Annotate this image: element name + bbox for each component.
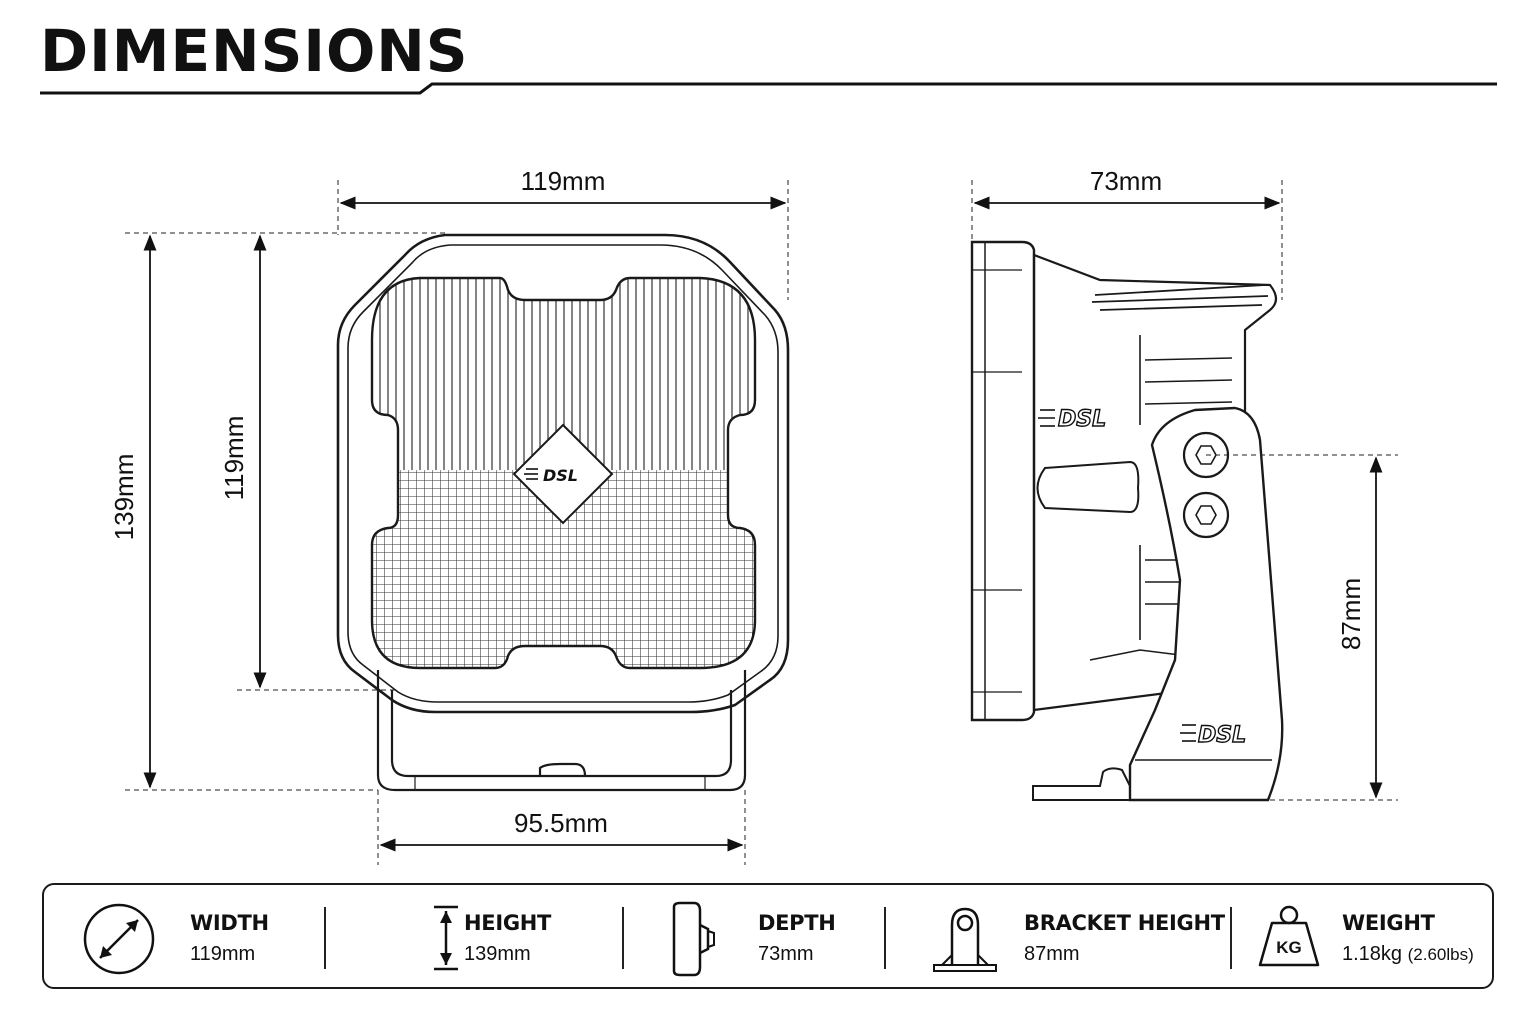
spec-height-label: HEIGHT bbox=[464, 911, 552, 935]
lens-height-label: 119mm bbox=[219, 416, 249, 501]
spec-depth-value: 73mm bbox=[758, 943, 814, 965]
diagonal-arrow-circle-icon bbox=[83, 903, 155, 975]
spec-height-value: 139mm bbox=[464, 943, 531, 965]
spec-weight: KG WEIGHT 1.18kg (2.60lbs) bbox=[1232, 885, 1494, 987]
lower-bolt bbox=[1182, 491, 1230, 539]
light-side-profile-icon bbox=[672, 901, 715, 977]
lens-logo-beams bbox=[524, 468, 538, 480]
spec-divider bbox=[1230, 907, 1232, 969]
header-underline bbox=[40, 82, 1497, 95]
spec-width-value: 119mm bbox=[190, 943, 256, 965]
spec-width-label: WIDTH bbox=[190, 911, 269, 935]
front-housing-outer bbox=[336, 233, 790, 714]
spec-weight-value: 1.18kg (2.60lbs) bbox=[1342, 943, 1474, 966]
spec-weight-lbs: (2.60lbs) bbox=[1407, 945, 1474, 964]
side-bracket-foot bbox=[1032, 767, 1131, 801]
weight-icon-text: KG bbox=[1276, 938, 1302, 957]
dimension-drawing: DSL 119mm 139mm 119mm 95.5mm bbox=[40, 82, 1497, 865]
spec-bracket-height-value: 87mm bbox=[1024, 943, 1080, 965]
width-label: 119mm bbox=[521, 166, 606, 196]
side-bezel bbox=[970, 240, 1036, 722]
page-title: DIMENSIONS bbox=[40, 17, 469, 85]
spec-depth-label: DEPTH bbox=[758, 911, 836, 935]
side-knob bbox=[1036, 460, 1140, 514]
lens-logo-text: DSL bbox=[543, 466, 578, 485]
spec-depth: DEPTH 73mm bbox=[624, 885, 884, 987]
lens-logo-diamond bbox=[512, 423, 614, 525]
bracket-icon bbox=[933, 907, 997, 972]
spec-weight-label: WEIGHT bbox=[1342, 911, 1435, 935]
spec-summary-bar: WIDTH 119mm HEIGHT 139mm DEPTH 73mm bbox=[42, 883, 1494, 989]
front-bracket bbox=[376, 670, 747, 792]
bracket-height-label: 87mm bbox=[1336, 578, 1366, 650]
side-body-logo: DSL bbox=[1058, 407, 1106, 432]
bracket-logo-beams bbox=[1180, 724, 1196, 742]
total-height-label: 139mm bbox=[109, 454, 139, 541]
side-bracket bbox=[1128, 406, 1284, 802]
bracket-logo: DSL bbox=[1198, 723, 1246, 748]
side-view bbox=[970, 240, 1284, 802]
depth-label: 73mm bbox=[1090, 166, 1162, 196]
side-body-logo-beams bbox=[1038, 409, 1055, 427]
spec-height: HEIGHT 139mm bbox=[326, 885, 622, 987]
spec-divider bbox=[324, 907, 326, 969]
weight-kg-icon: KG bbox=[1258, 905, 1320, 967]
bracket-width-label: 95.5mm bbox=[514, 808, 608, 838]
spec-divider bbox=[884, 907, 886, 969]
spec-bracket-height: BRACKET HEIGHT 87mm bbox=[886, 885, 1230, 987]
spec-divider bbox=[622, 907, 624, 969]
vertical-arrow-icon bbox=[434, 905, 458, 971]
spec-width: WIDTH 119mm bbox=[44, 885, 324, 987]
front-view bbox=[336, 233, 790, 792]
spec-bracket-height-label: BRACKET HEIGHT bbox=[1024, 911, 1225, 935]
front-lens bbox=[370, 276, 757, 670]
spec-weight-kg: 1.18kg bbox=[1342, 943, 1403, 965]
